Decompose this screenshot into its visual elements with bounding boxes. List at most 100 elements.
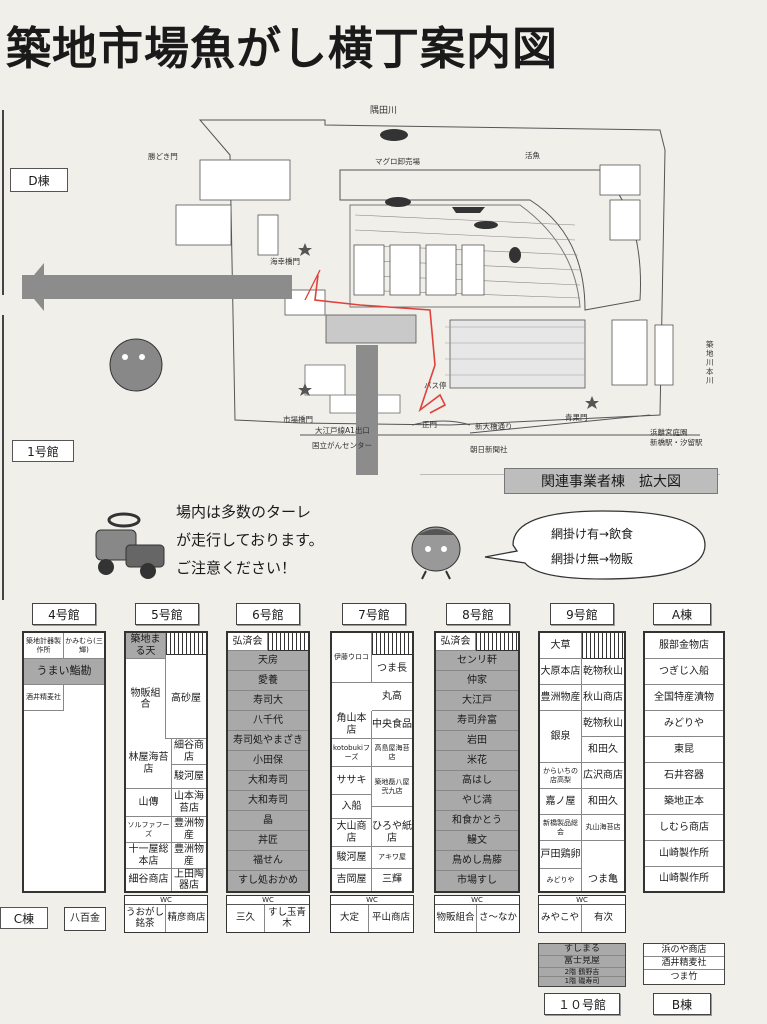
building-5-bottom: WC うおがし銘茶 精彦商店 bbox=[124, 895, 208, 933]
shop-cell: すしまる bbox=[539, 944, 625, 956]
shop-cell: 鳥めし鳥藤 bbox=[436, 851, 518, 871]
shop-cell: つま竹 bbox=[670, 971, 698, 982]
shop-cell: 岩田 bbox=[436, 731, 518, 751]
hatch-area bbox=[582, 633, 624, 659]
shop-cell: 林屋海苔店 bbox=[126, 739, 172, 789]
tab-building-a: A棟 bbox=[653, 603, 711, 625]
shop-cell: 高はし bbox=[436, 771, 518, 791]
map-label-asahi: 朝日新聞社 bbox=[470, 445, 508, 454]
shop-cell: 乾物秋山 bbox=[582, 711, 624, 737]
legend-line-unshaded: 網掛け無→物販 bbox=[551, 552, 634, 566]
map-label-aomono: 青果門 bbox=[565, 413, 588, 422]
shop-cell: うまい鮨勘 bbox=[24, 659, 104, 685]
notice-line-2: が走行しております。 bbox=[176, 531, 324, 549]
market-map bbox=[22, 119, 720, 475]
building-9-bottom: WC みやこや 有次 bbox=[538, 895, 626, 933]
tab-building-5: 5号館 bbox=[135, 603, 199, 625]
shop-cell: 銀泉 bbox=[540, 711, 582, 763]
left-margin-lines bbox=[2, 110, 4, 600]
shop-cell: 仲家 bbox=[436, 671, 518, 691]
shop-cell: つぎじ入船 bbox=[645, 659, 723, 685]
shop-cell: 山崎製作所 bbox=[659, 873, 709, 885]
shop-cell: 築地まる天 bbox=[126, 633, 166, 659]
shop-cell: 三輝 bbox=[382, 874, 402, 886]
shop-cell: 八千代 bbox=[228, 711, 308, 731]
shop-cell: 米花 bbox=[436, 751, 518, 771]
shop-cell: 大和寿司 bbox=[228, 771, 308, 791]
tab-building-8: 8号館 bbox=[446, 603, 510, 625]
shop-cell: 中央食品 bbox=[372, 711, 412, 739]
shop-cell: 服部金物店 bbox=[645, 633, 723, 659]
shop-cell: 全国特産漬物 bbox=[645, 685, 723, 711]
tab-building-10: １０号館 bbox=[544, 993, 620, 1015]
tab-building-9: 9号館 bbox=[550, 603, 614, 625]
map-label-river: 隅田川 bbox=[370, 106, 398, 116]
shop-cell: 2階 鶴野吉 bbox=[539, 968, 625, 977]
building-6-bottom: WC 三久 すし玉青木 bbox=[226, 895, 310, 933]
map-label-shin-ohashi: 新大橋通り bbox=[475, 422, 513, 431]
hatch-area bbox=[268, 633, 308, 651]
shop-cell: 戸田鶏卵 bbox=[540, 841, 582, 869]
shop-cell: 十一屋総本店 bbox=[126, 843, 172, 869]
shop-cell: 細谷商店 bbox=[126, 869, 172, 891]
shop-cell: 秋山商店 bbox=[582, 685, 624, 711]
hatch-area bbox=[476, 633, 518, 651]
shop-cell: 東昆 bbox=[645, 737, 723, 763]
shop-cell: 八百金 bbox=[70, 913, 100, 925]
shop-cell: うおがし銘茶 bbox=[125, 905, 166, 932]
wc-label: WC bbox=[227, 896, 309, 905]
building-7-bottom: WC 大定 平山商店 bbox=[330, 895, 414, 933]
wc-label: WC bbox=[539, 896, 625, 905]
shop-cell: 駿河屋 bbox=[332, 847, 372, 869]
shop-cell: 上田陶器店 bbox=[174, 869, 204, 891]
label-building-1: 1号館 bbox=[12, 440, 74, 462]
shop-cell: 嘉ノ屋 bbox=[540, 789, 582, 815]
shop-cell: 福せん bbox=[228, 851, 308, 871]
shop-cell: つま長 bbox=[372, 655, 412, 683]
shop-cell: 弘済会 bbox=[228, 633, 268, 651]
shop-cell: みどりや bbox=[540, 869, 582, 891]
shop-cell: 山本海苔店 bbox=[172, 789, 206, 817]
shop-cell: 大山商店 bbox=[332, 819, 372, 847]
tab-building-b: B棟 bbox=[653, 993, 711, 1015]
legend-line-shaded: 網掛け有→飲食 bbox=[551, 527, 634, 541]
shop-cell: 鰻文 bbox=[436, 831, 518, 851]
page-title: 築地市場魚がし横丁案内図 bbox=[6, 22, 559, 75]
shop-cell: 浜のや商店 bbox=[644, 944, 724, 957]
shop-cell: 寿司大 bbox=[228, 691, 308, 711]
shop-cell: 1階 磯寿司 bbox=[539, 977, 625, 986]
shop-cell: 寿司処やまざき bbox=[228, 731, 308, 751]
shop-cell: kotobukiフーズ bbox=[332, 739, 372, 767]
shop-cell: 築地磊八屋弐九店 bbox=[372, 767, 412, 807]
shop-cell: 晶 bbox=[228, 811, 308, 831]
shop-cell: 平山商店 bbox=[371, 912, 410, 924]
shop-cell: 大江戸 bbox=[436, 691, 518, 711]
shop-cell: やじ満 bbox=[436, 791, 518, 811]
building-8-block: 弘済会 センリ軒 仲家 大江戸 寿司弁富 岩田 米花 高はし やじ満 和食かとう… bbox=[434, 631, 520, 893]
shop-cell: みどりや bbox=[645, 711, 723, 737]
shop-cell: 富士見屋 bbox=[539, 956, 625, 968]
map-label-seimon: 正門 bbox=[422, 420, 437, 429]
shop-cell: 丼匠 bbox=[228, 831, 308, 851]
shop-cell: 山崎製作所 bbox=[645, 841, 723, 867]
shop-cell: 和食かとう bbox=[436, 811, 518, 831]
shop-cell: 有次 bbox=[593, 912, 613, 924]
shop-cell: 酒井精麦社 bbox=[644, 957, 724, 970]
building-9-block: 大草 大原本店 乾物秋山 豊洲物産 秋山商店 銀泉 乾物秋山 和田久 からいちの… bbox=[538, 631, 626, 893]
shop-cell: 広沢商店 bbox=[582, 763, 624, 789]
shop-cell: 角山本店 bbox=[332, 711, 372, 739]
shop-cell: 築地正本 bbox=[645, 789, 723, 815]
shop-cell: からいちの店高梨 bbox=[540, 763, 582, 789]
wc-label: WC bbox=[331, 896, 413, 905]
shop-cell: 乾物秋山 bbox=[582, 659, 624, 685]
shop-cell: かみむら(三輝) bbox=[64, 633, 104, 659]
mascot-icon bbox=[411, 526, 461, 580]
shop-cell: 丸高 bbox=[372, 683, 412, 711]
building-4-block: 築地計器製作所 かみむら(三輝) うまい鮨勘 酒井精麦社 bbox=[22, 631, 106, 893]
shop-cell: 豊洲物産 bbox=[172, 817, 206, 843]
building-b-block: 浜のや商店 酒井精麦社 つま竹 bbox=[643, 943, 725, 985]
shop-cell: ササキ bbox=[332, 767, 372, 795]
notice-line-3: ご注意ください！ bbox=[176, 559, 297, 577]
map-label-hamarikyu: 浜離宮庭園 bbox=[650, 428, 688, 437]
shop-cell: 伊藤ウロコ bbox=[332, 633, 372, 683]
